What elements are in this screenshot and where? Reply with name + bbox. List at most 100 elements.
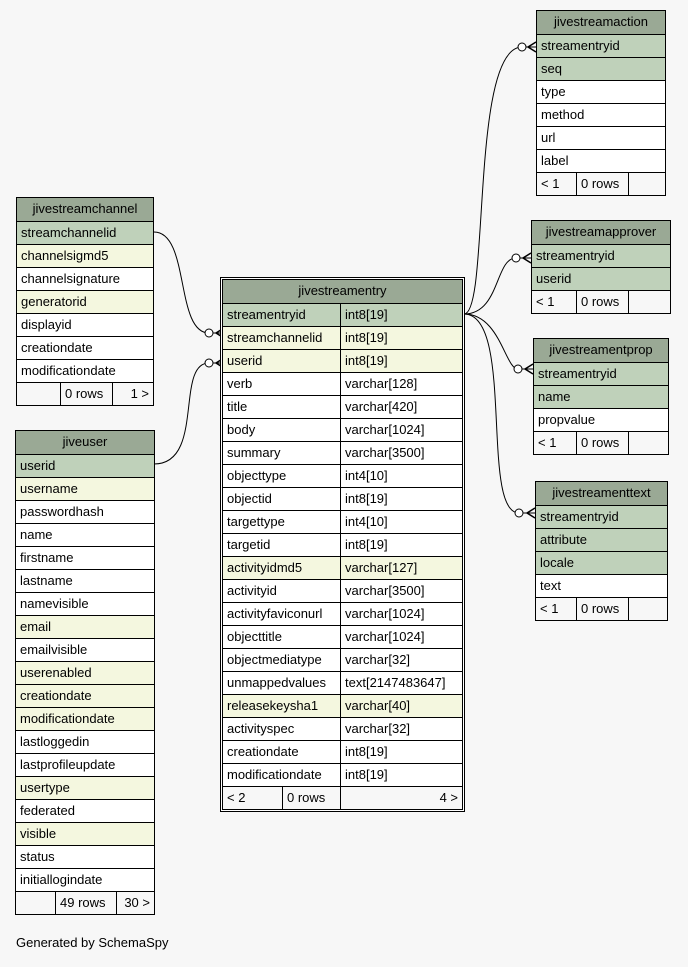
column-row[interactable]: visible [16, 822, 154, 845]
column-row[interactable]: locale [536, 551, 667, 574]
column-row[interactable]: streamentryid [537, 34, 665, 57]
column-type: varchar[128] [345, 376, 418, 391]
column-row[interactable]: propvalue [534, 408, 668, 431]
column-row[interactable]: modificationdate [17, 359, 153, 382]
column-row[interactable]: channelsignature [17, 267, 153, 290]
column-name: userid [536, 271, 572, 286]
column-name: method [541, 107, 585, 122]
column-row[interactable]: firstname [16, 546, 154, 569]
column-name: activityspec [223, 718, 341, 740]
column-row[interactable]: creationdate [17, 336, 153, 359]
column-row[interactable]: lastprofileupdate [16, 753, 154, 776]
column-name: objectid [223, 488, 341, 510]
column-type: text[2147483647] [345, 675, 446, 690]
column-row[interactable]: federated [16, 799, 154, 822]
column-type: varchar[1024] [345, 606, 425, 621]
column-row[interactable]: name [534, 385, 668, 408]
column-row[interactable]: type [537, 80, 665, 103]
column-name: modificationdate [223, 764, 341, 786]
table-footer: < 1 0 rows [532, 290, 670, 313]
column-row[interactable]: initiallogindate [16, 868, 154, 891]
children-count [629, 598, 667, 620]
children-count: 4 > [439, 790, 458, 805]
link-entry-approver [463, 257, 531, 315]
column-row[interactable]: status [16, 845, 154, 868]
table-title: jivestreamaction [537, 11, 665, 34]
column-row[interactable]: streamchannelid [17, 221, 153, 244]
column-row[interactable]: url [537, 126, 665, 149]
column-row[interactable]: email [16, 615, 154, 638]
column-name: modificationdate [20, 711, 115, 726]
column-name: emailvisible [20, 642, 88, 657]
column-row[interactable]: username [16, 477, 154, 500]
children-count: 1 > [130, 386, 149, 401]
column-row[interactable]: usertype [16, 776, 154, 799]
table-footer: < 1 0 rows [537, 172, 665, 195]
column-row[interactable]: namevisible [16, 592, 154, 615]
column-row[interactable]: text [536, 574, 667, 597]
column-row[interactable]: modificationdate [16, 707, 154, 730]
column-row[interactable]: generatorid [17, 290, 153, 313]
column-row[interactable]: streamentryid [532, 244, 670, 267]
table-footer: < 1 0 rows [536, 597, 667, 620]
column-row[interactable]: attribute [536, 528, 667, 551]
column-row[interactable]: method [537, 103, 665, 126]
column-row[interactable]: creationdate [16, 684, 154, 707]
column-row[interactable]: passwordhash [16, 500, 154, 523]
column-name: federated [20, 803, 75, 818]
column-row[interactable]: userid [16, 454, 154, 477]
column-type: int8[19] [345, 537, 388, 552]
column-name: status [20, 849, 55, 864]
column-name: lastprofileupdate [20, 757, 116, 772]
column-row[interactable]: label [537, 149, 665, 172]
column-name: targettype [223, 511, 341, 533]
link-channel-entry [153, 231, 224, 334]
column-type: varchar[3500] [345, 583, 425, 598]
column-row[interactable]: streamentryid [536, 505, 667, 528]
row-count: 0 rows [577, 291, 629, 313]
column-row[interactable]: lastloggedin [16, 730, 154, 753]
parents-count: < 2 [223, 787, 283, 809]
column-row[interactable]: streamentryid [534, 362, 668, 385]
column-name: title [223, 396, 341, 418]
column-name: label [541, 153, 569, 168]
column-row[interactable]: displayid [17, 313, 153, 336]
column-row[interactable]: lastname [16, 569, 154, 592]
column-row[interactable]: name [16, 523, 154, 546]
column-name: creationdate [223, 741, 341, 763]
column-row[interactable]: channelsigmd5 [17, 244, 153, 267]
column-row[interactable]: userid [532, 267, 670, 290]
column-row[interactable]: userenabled [16, 661, 154, 684]
column-row[interactable]: emailvisible [16, 638, 154, 661]
link-entry-entprop [463, 313, 533, 370]
column-row[interactable]: seq [537, 57, 665, 80]
